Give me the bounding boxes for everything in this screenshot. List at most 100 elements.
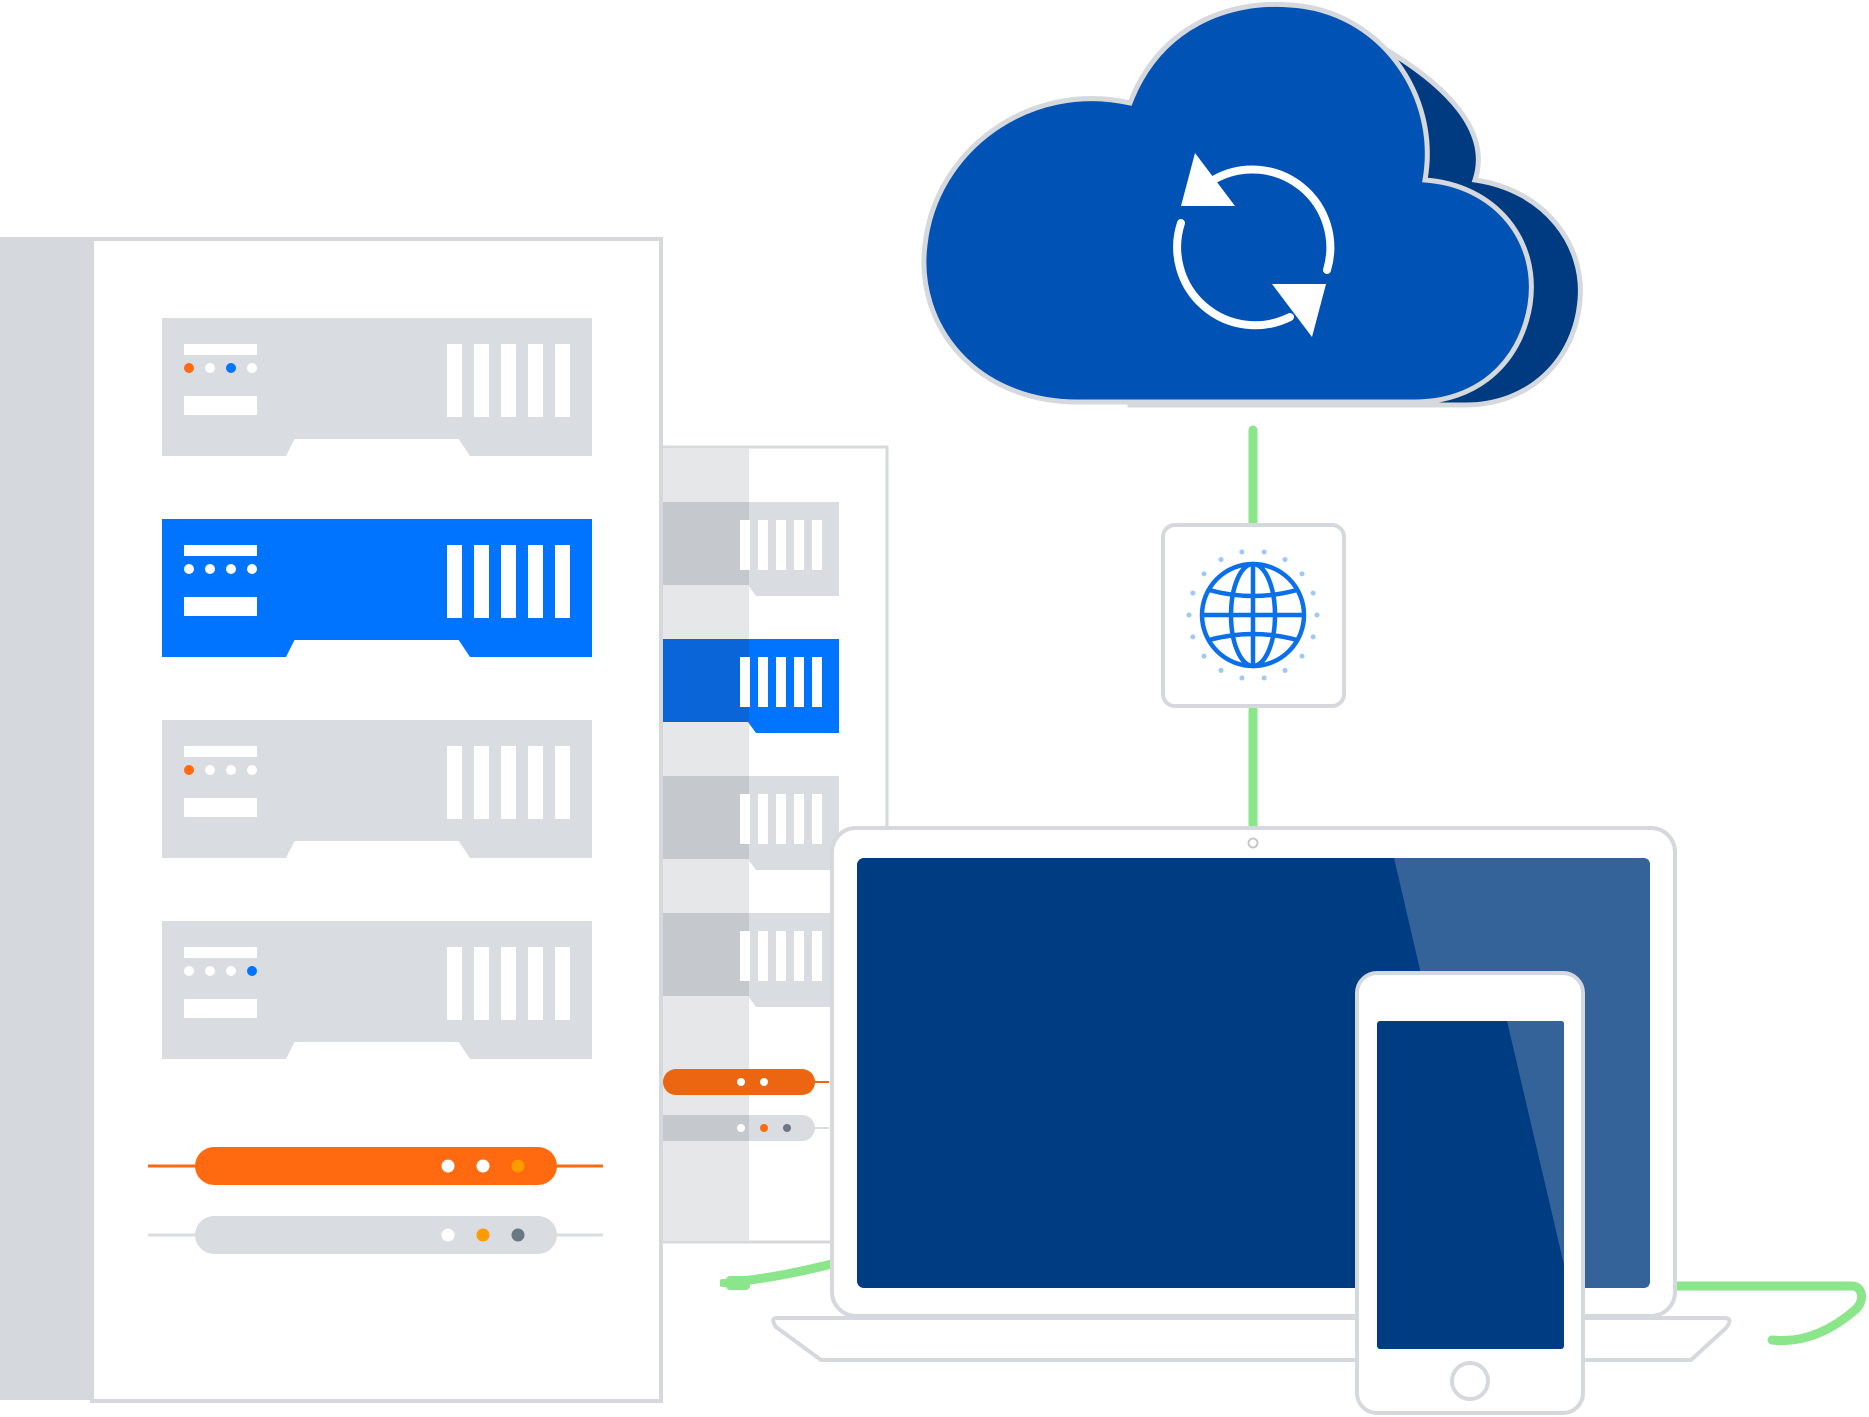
phone-screen-glare — [1507, 1021, 1564, 1265]
status-light — [737, 1078, 745, 1086]
status-light — [511, 1228, 525, 1242]
vent-slot — [812, 931, 822, 981]
vent-slot — [812, 794, 822, 844]
laptop-right-cable — [1663, 1281, 1867, 1346]
status-light — [511, 1159, 525, 1173]
vent-slot — [555, 947, 570, 1020]
vent-slot — [794, 931, 804, 981]
vent-slot — [447, 344, 462, 417]
vent-slot — [555, 344, 570, 417]
vent-slot — [528, 746, 543, 819]
front-rack-side-panel — [0, 237, 92, 1400]
status-light — [760, 1078, 768, 1086]
vent-slot — [812, 657, 822, 707]
server-unit-drive-bay — [184, 396, 257, 415]
server-unit-label-bar — [184, 746, 257, 757]
back-unit-foot — [748, 722, 839, 733]
halo-dot — [1201, 653, 1207, 659]
vent-slot — [812, 520, 822, 570]
server-unit-foot — [162, 840, 592, 858]
vent-slot — [555, 746, 570, 819]
server-unit-drive-bay — [184, 798, 257, 817]
status-light — [760, 1124, 768, 1132]
laptop-base — [771, 1316, 1732, 1362]
halo-dot — [1299, 571, 1305, 577]
back-unit-foot — [748, 996, 839, 1007]
status-light — [737, 1124, 745, 1132]
server-unit-foot — [162, 1041, 592, 1059]
vent-slot — [528, 947, 543, 1020]
status-light — [226, 765, 236, 775]
back-unit-shade — [663, 776, 749, 859]
vent-slot — [474, 947, 489, 1020]
status-light — [205, 966, 215, 976]
server-unit-drive-bay — [184, 597, 257, 616]
halo-dot — [1299, 653, 1305, 659]
server-unit-drive-bay — [184, 999, 257, 1018]
vent-slot — [447, 545, 462, 618]
vent-slot — [447, 947, 462, 1020]
vent-slot — [794, 657, 804, 707]
vent-slot — [794, 520, 804, 570]
back-unit-shade — [663, 913, 749, 996]
server-unit-1 — [162, 318, 592, 456]
vent-slot — [740, 657, 750, 707]
vent-slot — [758, 794, 768, 844]
status-light — [247, 363, 257, 373]
server-unit-body — [162, 921, 592, 1042]
smartphone-icon — [1355, 971, 1585, 1415]
server-unit-label-bar — [184, 947, 257, 958]
back-server-unit-2 — [663, 639, 839, 733]
status-light — [205, 765, 215, 775]
vent-slot — [758, 931, 768, 981]
server-unit-body — [162, 318, 592, 439]
server-unit-label-bar — [184, 344, 257, 355]
globe-node — [1161, 523, 1346, 708]
status-light — [226, 363, 236, 373]
status-light — [441, 1159, 455, 1173]
vent-slot — [776, 520, 786, 570]
vent-slot — [528, 545, 543, 618]
halo-dot — [1310, 634, 1316, 640]
status-light — [184, 966, 194, 976]
back-unit-foot — [748, 859, 839, 870]
vent-slot — [794, 794, 804, 844]
globe-icon — [1199, 561, 1307, 669]
globe-halo-dots — [1186, 549, 1320, 681]
cable-plug — [720, 1276, 750, 1290]
vent-slot — [758, 657, 768, 707]
vent-slot — [474, 746, 489, 819]
rack-power-bar-2 — [148, 1216, 603, 1254]
back-unit-foot — [748, 585, 839, 596]
halo-dot — [1282, 667, 1288, 673]
back-power-bar-1 — [663, 1069, 829, 1095]
vent-slot — [474, 545, 489, 618]
sync-arrows-icon — [1173, 153, 1335, 337]
vent-slot — [555, 545, 570, 618]
server-unit-2 — [162, 519, 592, 657]
back-server-unit-3 — [663, 776, 839, 870]
status-light — [205, 363, 215, 373]
vent-slot — [501, 545, 516, 618]
back-unit-shade — [663, 639, 749, 722]
status-light — [476, 1159, 490, 1173]
bar-body — [195, 1216, 557, 1254]
status-light — [441, 1228, 455, 1242]
network-cables — [730, 425, 1867, 1346]
back-server-unit-4 — [663, 913, 839, 1007]
cloud-icon — [921, 1, 1583, 408]
halo-dot — [1314, 612, 1320, 618]
vent-slot — [528, 344, 543, 417]
halo-dot — [1261, 549, 1267, 555]
status-light — [247, 765, 257, 775]
vent-slot — [776, 794, 786, 844]
server-unit-foot — [162, 438, 592, 456]
vent-slot — [501, 746, 516, 819]
status-light — [184, 363, 194, 373]
halo-dot — [1310, 590, 1316, 596]
status-light — [226, 564, 236, 574]
phone-screen — [1377, 1021, 1564, 1349]
vent-slot — [501, 344, 516, 417]
rack-power-bar-1 — [148, 1147, 603, 1185]
